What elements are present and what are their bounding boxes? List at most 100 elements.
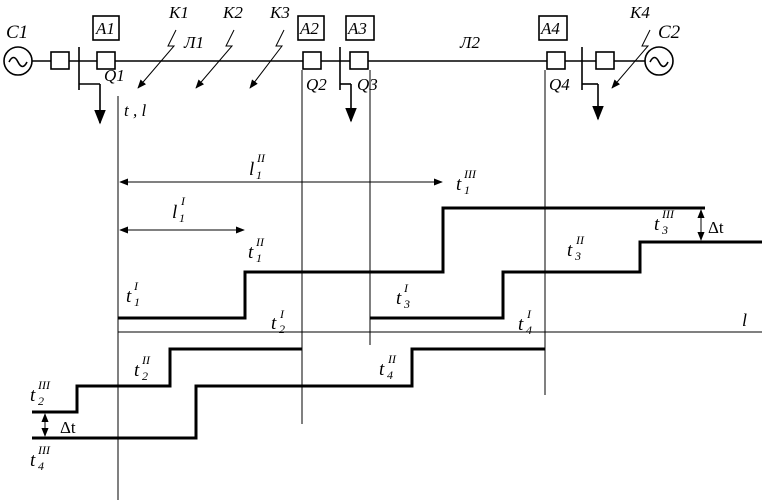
label-t3-III: t III 3 <box>654 207 675 237</box>
protection-a1-box <box>92 15 120 41</box>
svg-text:t: t <box>30 385 36 406</box>
breaker-q3-icon <box>349 51 369 70</box>
label-t2-I: t I 2 <box>271 307 285 336</box>
fault-k1-label: K1 <box>168 3 189 22</box>
svg-text:III: III <box>37 443 51 457</box>
zone-l1-II-sup: II <box>256 151 266 165</box>
zone-l1-II-base: l <box>249 159 254 180</box>
delta-t-left-label: Δt <box>60 418 76 437</box>
svg-text:3: 3 <box>574 249 581 263</box>
delta-t-right: Δt <box>697 209 724 241</box>
svg-text:III: III <box>463 167 477 181</box>
fault-k3-label: K3 <box>269 3 290 22</box>
breaker-q2-icon <box>302 51 322 70</box>
line-l2-label: Л2 <box>459 33 481 52</box>
svg-text:2: 2 <box>142 369 148 383</box>
svg-text:3: 3 <box>661 223 668 237</box>
breaker-q4-icon <box>546 51 566 70</box>
svg-text:2: 2 <box>279 322 285 336</box>
fault-k4: K4 <box>611 3 651 89</box>
sine-icon <box>649 56 669 68</box>
reference-lines: t , l <box>117 70 546 500</box>
svg-text:t: t <box>134 360 140 381</box>
protection-a2-box <box>297 15 325 41</box>
svg-text:t: t <box>30 450 36 471</box>
time-characteristic-a2 <box>32 347 302 414</box>
time-characteristic-a3 <box>370 240 762 320</box>
zone-l1-I-sub: 1 <box>179 211 185 225</box>
svg-text:1: 1 <box>464 183 470 197</box>
label-t4-II: t II 4 <box>379 352 397 382</box>
label-t2-II: t II 2 <box>134 353 151 383</box>
zone-l1-II-sub: 1 <box>256 168 262 182</box>
zone-l1-II: l II 1 <box>119 151 443 186</box>
svg-text:II: II <box>255 235 265 249</box>
svg-text:4: 4 <box>526 323 532 337</box>
delta-t-left: Δt <box>41 413 76 437</box>
zone-l1-I: l I 1 <box>119 194 245 234</box>
svg-text:t: t <box>518 314 524 335</box>
axis-label-l: l <box>742 310 747 330</box>
svg-text:t: t <box>248 242 254 263</box>
network-scheme: C1 A1 Q1 Л1 K1 K2 K3 A2 <box>3 3 681 125</box>
fault-k3: K3 <box>249 3 290 89</box>
sine-icon <box>8 56 28 68</box>
protection-a4-label: A4 <box>540 19 560 38</box>
svg-text:t: t <box>567 240 573 261</box>
protection-a3-box <box>345 15 375 41</box>
svg-text:1: 1 <box>134 295 140 309</box>
breaker-q4-label: Q4 <box>549 75 570 94</box>
protection-a3-label: A3 <box>347 19 367 38</box>
protection-a2-label: A2 <box>299 19 319 38</box>
svg-text:I: I <box>526 307 532 321</box>
svg-text:I: I <box>279 307 285 321</box>
svg-text:t: t <box>654 214 660 235</box>
svg-text:2: 2 <box>38 394 44 408</box>
svg-text:II: II <box>141 353 151 367</box>
delta-t-right-label: Δt <box>708 218 724 237</box>
label-t2-III: t III 2 <box>30 378 51 408</box>
fault-k1: K1 <box>137 3 189 89</box>
svg-text:t: t <box>271 313 277 334</box>
breaker-c2-icon <box>595 51 615 70</box>
line-l1-label: Л1 <box>183 33 204 52</box>
svg-text:t: t <box>456 174 462 195</box>
svg-text:I: I <box>403 281 409 295</box>
breaker-q1-icon <box>96 51 116 70</box>
fault-k2-label: K2 <box>222 3 243 22</box>
protection-a4-box <box>538 15 568 41</box>
svg-text:1: 1 <box>256 251 262 265</box>
breaker-q3-label: Q3 <box>357 75 378 94</box>
source-c2-icon <box>644 46 674 76</box>
svg-text:II: II <box>575 233 585 247</box>
fault-k4-label: K4 <box>629 3 650 22</box>
label-t4-I: t I 4 <box>518 307 532 337</box>
source-c1-label: C1 <box>6 22 28 43</box>
stage-labels: t I 1 t II 1 t III 1 t I 2 t II 2 t <box>30 167 675 473</box>
zone-l1-I-base: l <box>172 202 177 223</box>
svg-text:II: II <box>387 352 397 366</box>
label-t3-II: t II 3 <box>567 233 585 263</box>
svg-text:3: 3 <box>403 297 410 311</box>
breaker-c1-icon <box>50 51 70 70</box>
protection-a1-label: A1 <box>95 19 115 38</box>
label-t4-III: t III 4 <box>30 443 51 473</box>
breaker-q2-label: Q2 <box>306 75 327 94</box>
svg-text:III: III <box>661 207 675 221</box>
label-t1-I: t I 1 <box>126 279 140 309</box>
label-t1-II: t II 1 <box>248 235 265 265</box>
svg-text:III: III <box>37 378 51 392</box>
zone-l1-I-sup: I <box>180 194 186 208</box>
svg-text:t: t <box>379 359 385 380</box>
source-c2-label: C2 <box>658 22 681 43</box>
fault-k2: K2 <box>195 3 243 89</box>
svg-text:4: 4 <box>38 459 44 473</box>
svg-text:t: t <box>396 288 402 309</box>
label-t3-I: t I 3 <box>396 281 410 311</box>
axis-label-t-l: t , l <box>124 101 146 120</box>
svg-text:t: t <box>126 286 132 307</box>
time-characteristic-a1 <box>118 206 705 320</box>
label-t1-III: t III 1 <box>456 167 477 197</box>
svg-text:I: I <box>133 279 139 293</box>
